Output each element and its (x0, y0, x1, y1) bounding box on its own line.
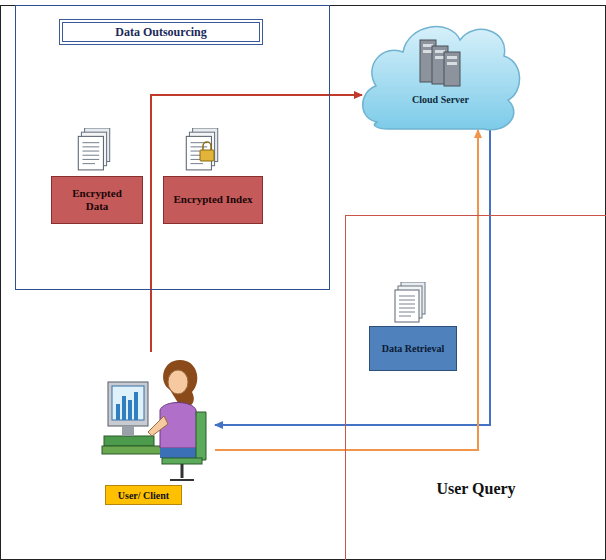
outer-frame (1, 6, 606, 560)
outsourcing-region: Data OutsourcingEncrypted Data Encrypted … (15, 5, 330, 290)
box-label: Encrypted Data (66, 187, 128, 213)
document-icon (395, 282, 425, 322)
document-icon (78, 128, 109, 170)
region-title: Data Outsourcing (59, 19, 263, 45)
box-label: Data Retrieval (382, 343, 444, 355)
box-label: Encrypted Index (173, 193, 252, 206)
index-box: Encrypted Index (163, 176, 263, 224)
index-icon (186, 128, 217, 170)
cloud-server: Cloud Server (358, 10, 523, 135)
user-label: User/ Client (105, 485, 182, 505)
cloud-shape (358, 10, 523, 135)
retrieval-box: Data Retrieval (369, 326, 457, 371)
data-box: Encrypted Data (51, 176, 143, 224)
user-figure (100, 352, 215, 482)
cloud-label: Cloud Server (358, 94, 523, 105)
user-client: User/ Client (100, 352, 215, 507)
region-label: User Query (386, 480, 566, 498)
retrieval-arrow (215, 129, 490, 425)
query-region: User Query Data Retrieval (345, 215, 606, 560)
upload-arrow (151, 95, 362, 352)
